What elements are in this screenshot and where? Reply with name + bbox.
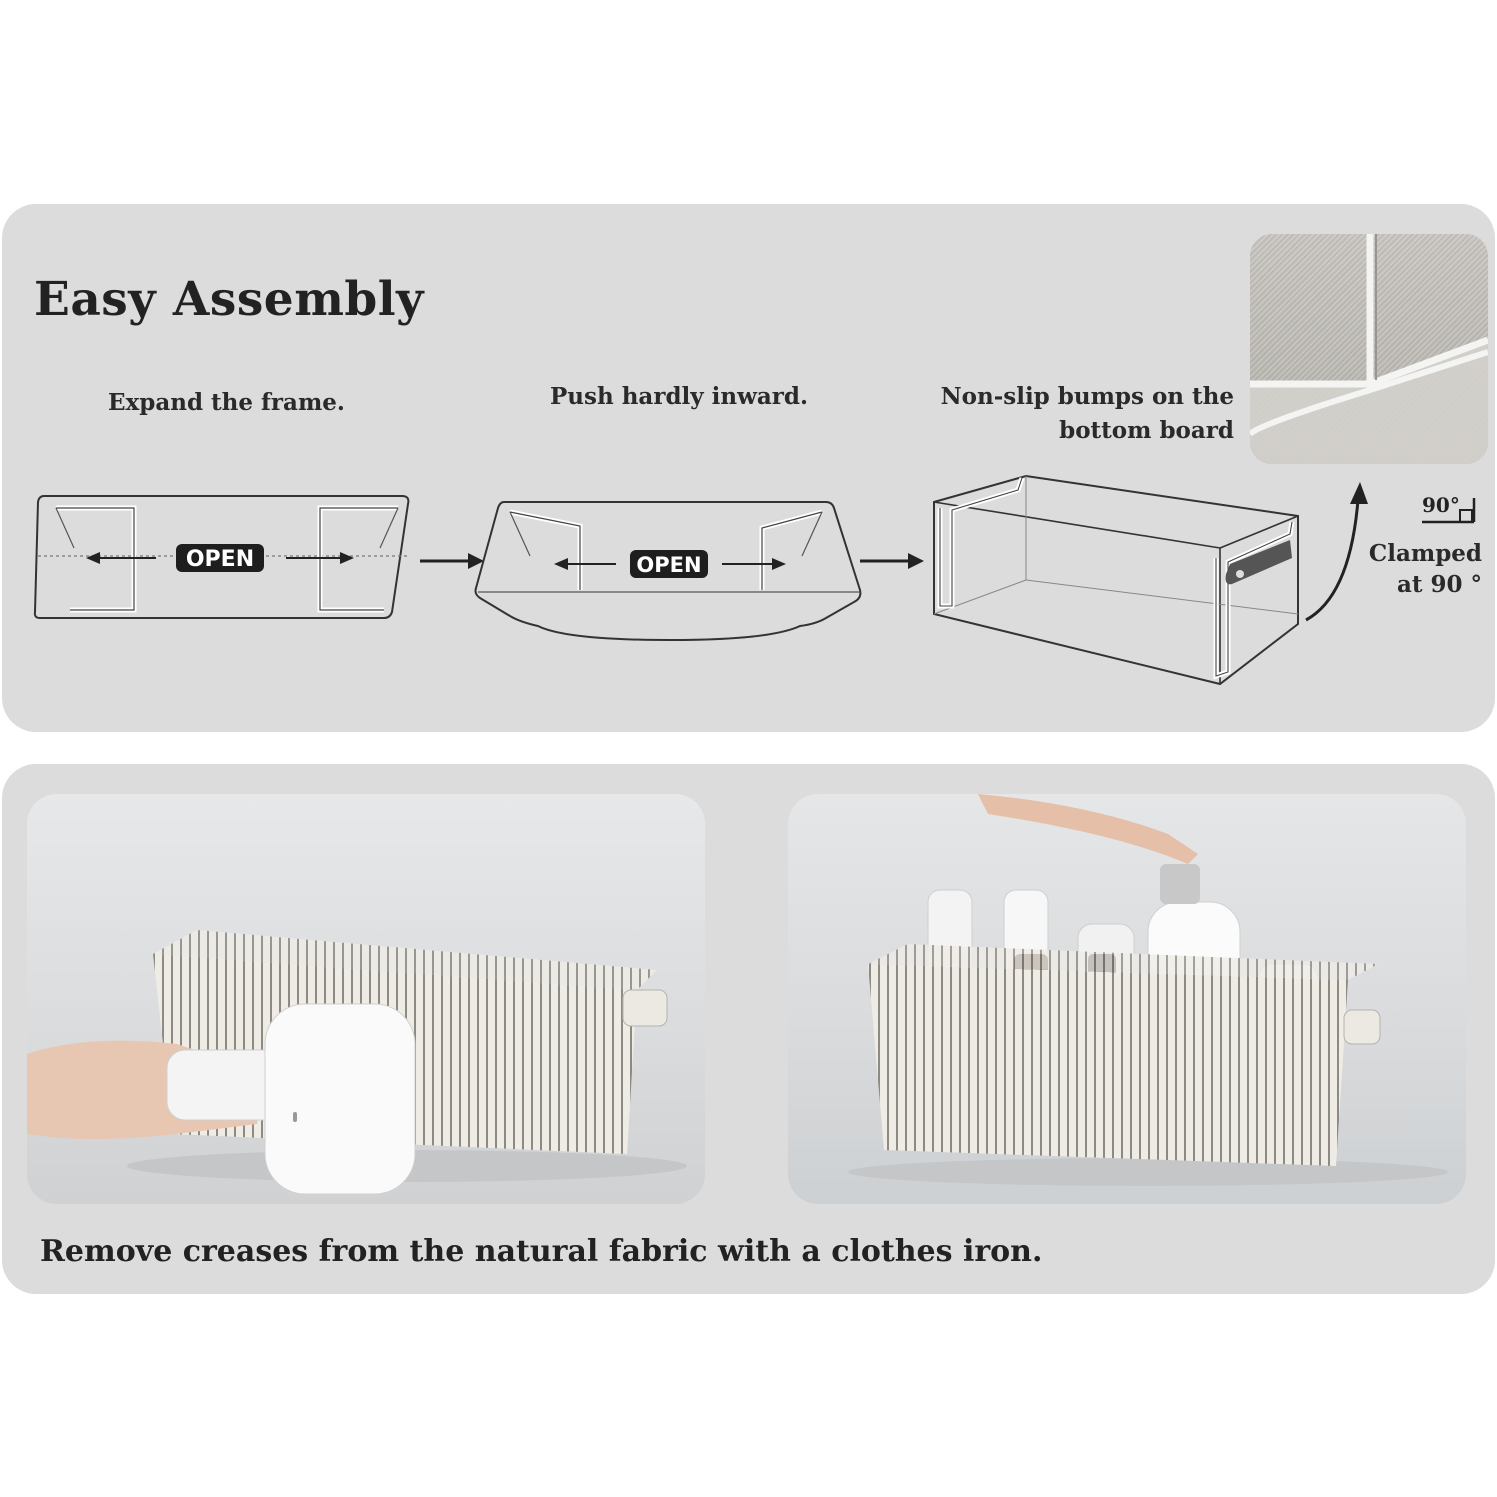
clamped-label: Clamped at 90 ° — [1362, 538, 1482, 600]
ironing-photo — [27, 794, 705, 1204]
right-angle-icon: 90° — [1422, 493, 1476, 524]
care-caption: Remove creases from the natural fabric w… — [40, 1234, 1043, 1269]
step-3-label: Non-slip bumps on the bottom board — [930, 380, 1234, 448]
clamped-label-line2: at 90 ° — [1396, 571, 1482, 598]
arrow-right-icon — [420, 553, 484, 569]
open-badge-2: OPEN — [636, 553, 701, 577]
step-2-label: Push hardly inward. — [550, 383, 808, 410]
arrow-right-icon — [860, 553, 924, 569]
push-inward-diagram: OPEN — [474, 501, 862, 642]
bottles-photo — [788, 794, 1466, 1204]
step-3-label-line2: bottom board — [1059, 417, 1234, 444]
step-1-label: Expand the frame. — [108, 389, 345, 416]
page-title: Easy Assembly — [34, 272, 424, 327]
frame-corner-graphic — [1250, 234, 1488, 464]
angle-value: 90° — [1422, 493, 1460, 517]
open-badge-1: OPEN — [186, 547, 254, 572]
curved-arrow-icon — [1305, 482, 1368, 622]
striped-basket-bottles-graphic — [848, 794, 1448, 1186]
corner-closeup-photo — [1250, 234, 1488, 464]
step-3-label-line1: Non-slip bumps on the — [940, 383, 1234, 410]
assembled-box-diagram — [933, 474, 1299, 686]
expand-frame-diagram: OPEN — [33, 495, 410, 619]
striped-basket-ironing-graphic — [27, 930, 687, 1195]
clamped-label-line1: Clamped — [1368, 540, 1482, 567]
